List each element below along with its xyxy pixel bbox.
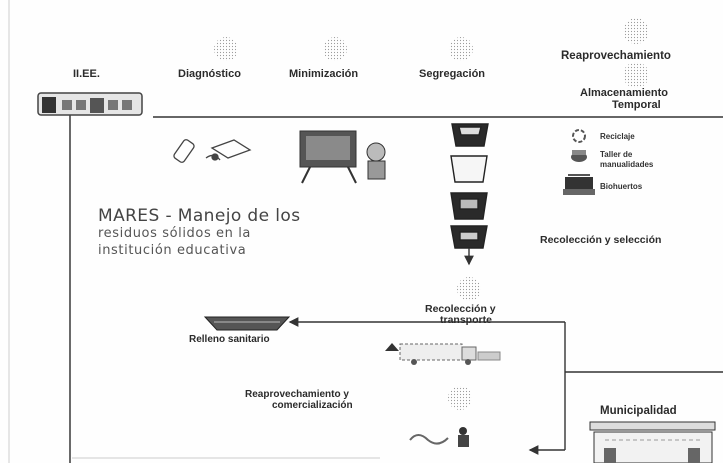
school-building-icon xyxy=(37,92,143,116)
label-segregacion: Segregación xyxy=(419,68,486,80)
mares-title: MARES - Manejo de los residuos sólidos e… xyxy=(98,208,300,259)
label-recoleccion-transporte-1: Recolección y xyxy=(425,303,496,315)
reaprovechamiento-icon xyxy=(623,18,649,44)
teacher-easel-icon xyxy=(299,130,386,184)
mares-title-line1: MARES - Manejo de los xyxy=(98,206,301,226)
reciclaje-icon xyxy=(572,129,586,143)
label-biohuertos: Biohuertos xyxy=(600,182,643,191)
almacenamiento-icon xyxy=(623,62,649,88)
municipalidad-building-icon xyxy=(589,421,716,463)
reaprov-comercializacion-icon xyxy=(448,386,472,410)
label-reaprov-comercializacion-2: comercialización xyxy=(272,400,353,411)
label-recoleccion-seleccion: Recolección y selección xyxy=(540,234,662,246)
minimizacion-icon xyxy=(323,37,347,61)
label-almacenamiento-temporal: Temporal xyxy=(612,99,661,111)
label-iiee: II.EE. xyxy=(73,68,100,80)
label-reciclaje: Reciclaje xyxy=(600,132,635,141)
label-reaprov-comercializacion-1: Reaprovechamiento y xyxy=(245,389,349,400)
label-almacenamiento: Almacenamiento xyxy=(580,87,669,99)
biohuertos-icon xyxy=(563,174,595,195)
label-municipalidad: Municipalidad xyxy=(600,405,677,417)
landfill-icon xyxy=(203,316,291,331)
label-recoleccion-transporte-2: transporte xyxy=(440,314,492,326)
collection-truck-icon xyxy=(385,343,501,365)
label-relleno-sanitario: Relleno sanitario xyxy=(189,334,270,345)
mares-title-line3: institución educativa xyxy=(98,243,247,258)
label-reaprovechamiento: Reaprovechamiento xyxy=(561,50,671,62)
label-minimizacion: Minimización xyxy=(289,68,359,80)
label-manualidades: manualidades xyxy=(600,160,654,169)
diagnostico-icon xyxy=(214,37,238,61)
recoleccion-transporte-icon xyxy=(457,277,481,301)
label-diagnostico: Diagnóstico xyxy=(178,68,241,80)
taller-icon xyxy=(571,150,587,162)
segregacion-icon xyxy=(449,37,473,61)
segregation-bins xyxy=(450,123,489,249)
recyclers-icon xyxy=(409,427,469,447)
waste-items-icon xyxy=(173,139,252,163)
label-taller: Taller de xyxy=(600,150,633,159)
mares-title-line2: residuos sólidos en la xyxy=(98,226,252,241)
